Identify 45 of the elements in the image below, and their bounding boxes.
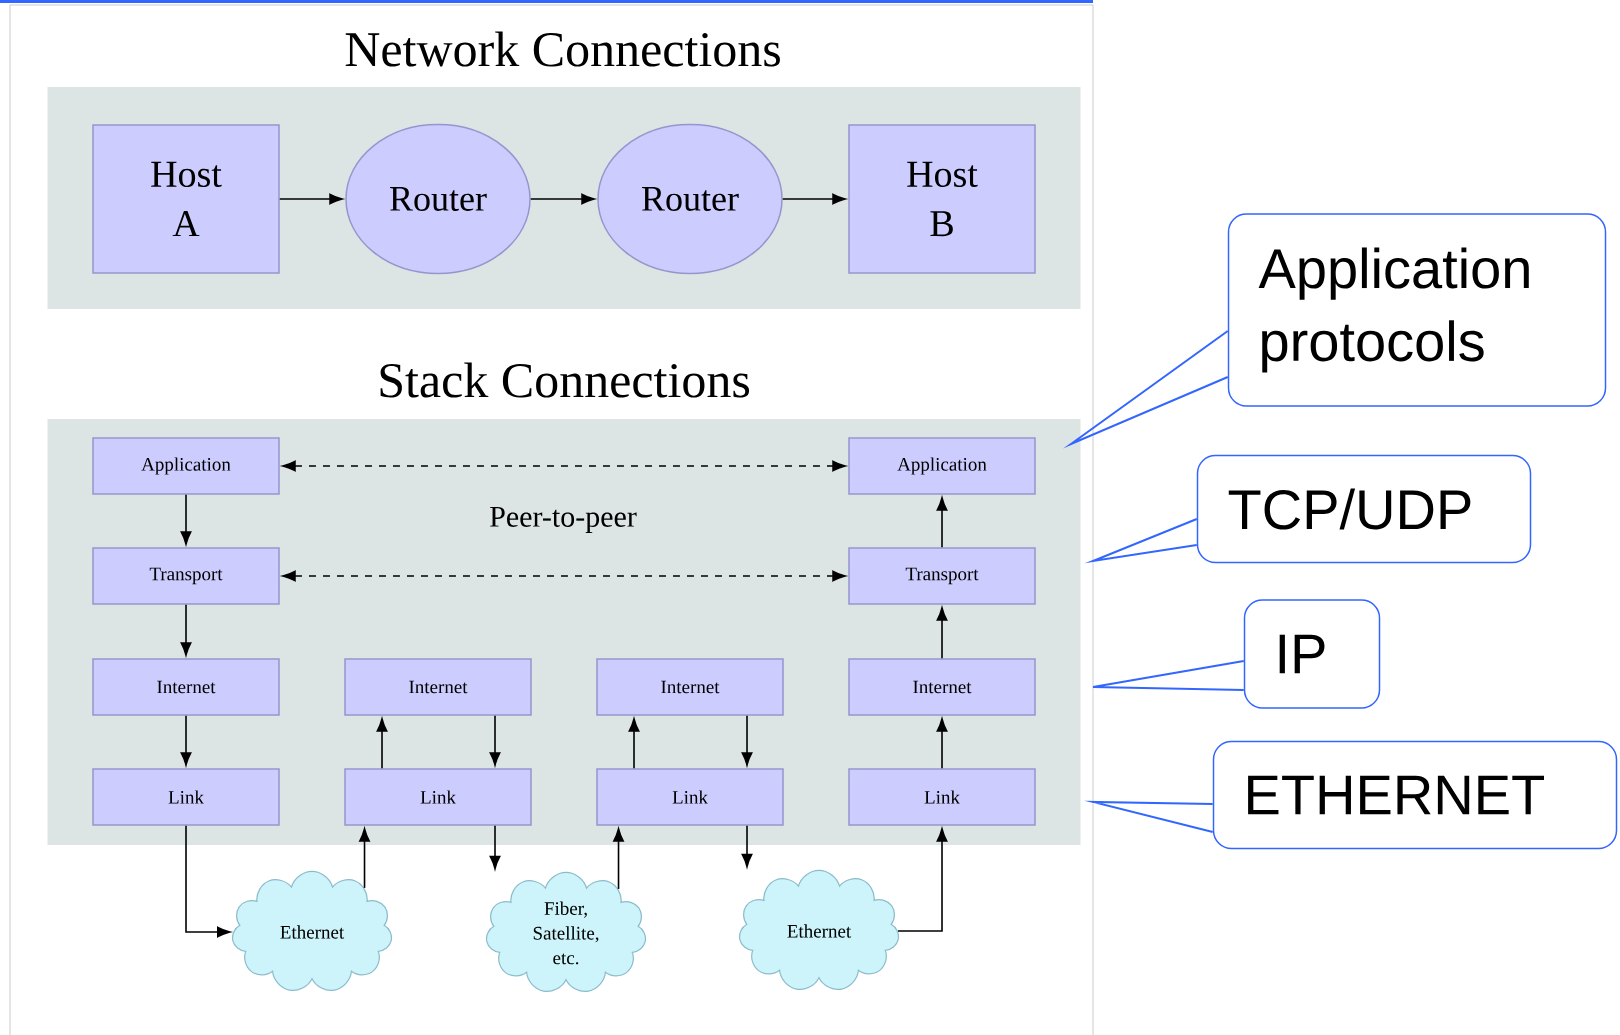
layer-box: Internet — [344, 658, 532, 716]
host-box: Host B — [848, 124, 1036, 274]
callout-bubble: IP — [1243, 599, 1381, 709]
arrow — [741, 824, 753, 868]
callout-bubble: TCP/UDP — [1196, 454, 1532, 564]
heading: Network Connections — [345, 31, 780, 67]
arrow — [185, 824, 231, 938]
arrow — [180, 603, 192, 656]
layer-box: Transport — [92, 547, 280, 605]
arrow — [936, 607, 948, 660]
arrow — [936, 497, 948, 549]
layer-box: Link — [596, 768, 784, 826]
arrow — [628, 718, 640, 770]
arrow — [278, 193, 343, 205]
arrow — [376, 718, 388, 770]
layer-box: Application — [848, 437, 1036, 495]
arrow — [489, 714, 501, 766]
network-cloud: Ethernet — [738, 869, 900, 990]
host-box: Host A — [92, 124, 280, 274]
layer-box: Application — [92, 437, 280, 495]
layer-box: Link — [92, 768, 280, 826]
layer-box: Transport — [848, 547, 1036, 605]
arrow — [613, 828, 624, 890]
network-cloud: Fiber, Satellite, etc. — [485, 871, 647, 992]
arrow — [897, 828, 948, 932]
layer-box: Link — [344, 768, 532, 826]
arrow — [936, 718, 948, 770]
layer-box: Link — [848, 768, 1036, 826]
arrow — [741, 714, 753, 766]
arrow — [180, 493, 192, 545]
annotation-text: Peer-to-peer — [490, 506, 637, 533]
arrow — [529, 193, 595, 205]
layer-box: Internet — [848, 658, 1036, 716]
arrow — [489, 824, 501, 870]
callout-bubble: ETHERNET — [1212, 740, 1618, 850]
layer-box: Internet — [596, 658, 784, 716]
callout-bubble: Application protocols — [1227, 213, 1607, 407]
arrow — [282, 570, 846, 582]
heading: Stack Connections — [380, 362, 749, 398]
arrow — [180, 714, 192, 766]
arrow — [282, 460, 846, 472]
arrow — [781, 193, 846, 205]
network-cloud: Ethernet — [231, 870, 393, 991]
arrow — [359, 828, 370, 889]
layer-box: Internet — [92, 658, 280, 716]
